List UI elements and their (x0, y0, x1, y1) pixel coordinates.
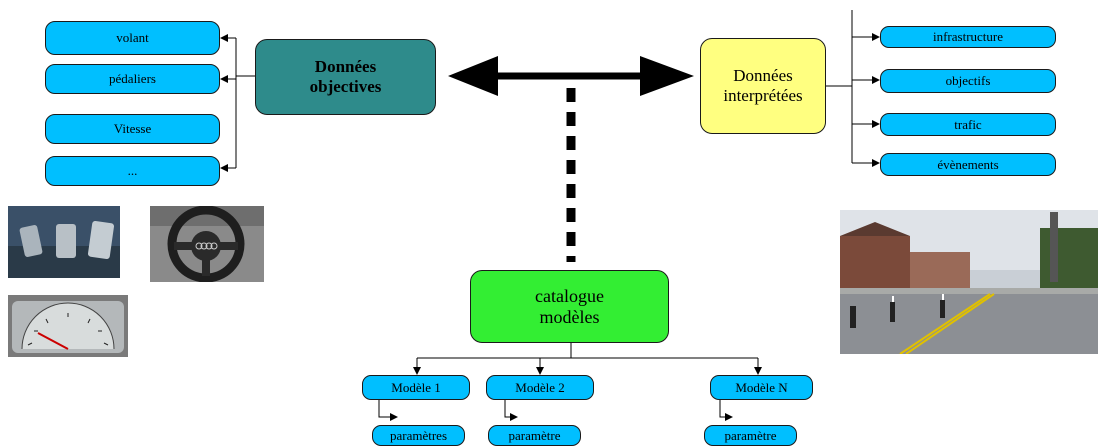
model-2-params: paramètre (488, 425, 581, 446)
model-label: Modèle 1 (391, 379, 441, 395)
model-1-node: Modèle 1 (362, 375, 470, 400)
street-photo (840, 210, 1098, 354)
model-2-node: Modèle 2 (486, 375, 594, 400)
box-title-line2: modèles (539, 306, 600, 327)
item-label: évènements (937, 156, 999, 172)
param-label: paramètres (389, 427, 448, 443)
input-item-vitesse: Vitesse (45, 114, 220, 144)
box-title-line1: Données (314, 57, 377, 76)
arrow-to-param-2 (504, 400, 518, 421)
speedometer-photo (8, 295, 128, 357)
interpreted-data-box: Données interprétées (700, 38, 826, 134)
output-item-evenements: évènements (880, 153, 1056, 176)
item-label: objectifs (945, 73, 991, 88)
output-item-objectifs: objectifs (880, 69, 1056, 93)
item-label: pédaliers (109, 71, 156, 86)
model-n-node: Modèle N (710, 375, 813, 400)
input-item-pedaliers: pédaliers (45, 64, 220, 94)
bidirectional-arrow-left-head (448, 56, 498, 96)
input-item-ellipsis: ... (45, 156, 220, 186)
arrow-to-param-1 (378, 400, 398, 421)
pedals-photo (8, 206, 120, 278)
bidirectional-arrow-right-head (640, 56, 694, 96)
steering-wheel-photo (150, 206, 264, 282)
box-title-line1: catalogue (535, 285, 604, 306)
model-n-params: paramètre (704, 425, 797, 446)
item-label: infrastructure (932, 29, 1004, 44)
box-title-line1: Données (733, 66, 793, 85)
arrow-to-param-n (719, 400, 733, 421)
model-catalogue-box: catalogue modèles (470, 270, 669, 343)
item-label: ... (127, 163, 138, 178)
box-title-line2: interprétées (723, 86, 803, 105)
output-item-trafic: trafic (880, 113, 1056, 136)
model-1-params: paramètres (372, 425, 465, 446)
input-item-volant: volant (45, 21, 220, 55)
item-label: Vitesse (113, 121, 152, 136)
model-label: Modèle N (735, 379, 788, 395)
param-label: paramètre (724, 427, 777, 443)
objective-data-box: Données objectives (255, 39, 436, 115)
item-label: trafic (954, 116, 982, 132)
item-label: volant (116, 30, 149, 45)
output-item-infrastructure: infrastructure (880, 26, 1056, 48)
param-label: paramètre (508, 427, 561, 443)
model-label: Modèle 2 (515, 379, 565, 395)
box-title-line2: objectives (309, 77, 382, 96)
